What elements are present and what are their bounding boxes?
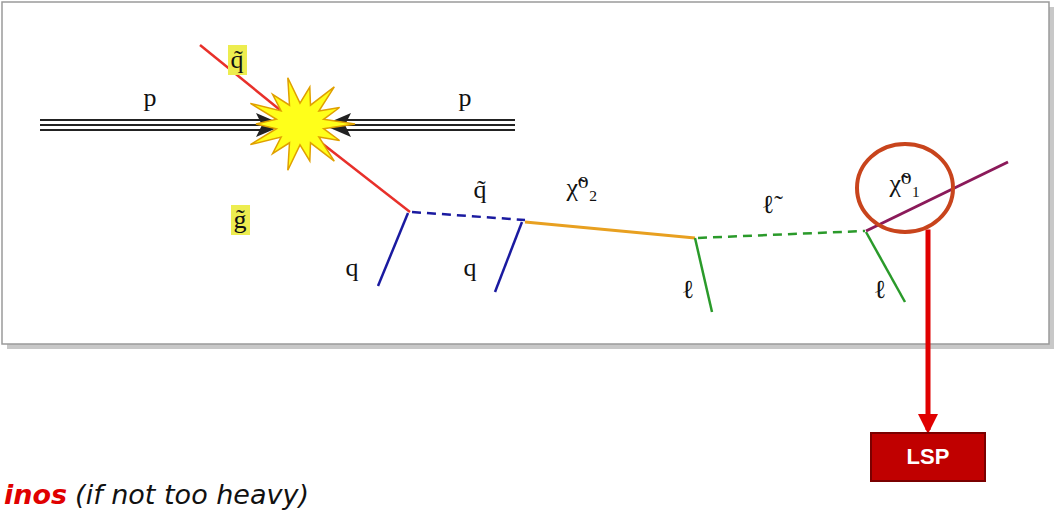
neutralino2-line xyxy=(525,222,695,238)
lepton-line xyxy=(695,238,712,312)
squark-line xyxy=(200,45,290,118)
particle-label: q xyxy=(464,253,477,283)
circle-ring xyxy=(857,144,953,232)
particle-label: g̃ xyxy=(231,205,250,235)
node-label: LSP xyxy=(907,444,950,470)
particle-label: p xyxy=(459,83,472,113)
particle-label: ℓ̃ xyxy=(762,190,774,220)
pointer-arrow xyxy=(926,230,931,430)
quark-line xyxy=(378,213,408,286)
particle-label: p xyxy=(144,83,157,113)
particle-label: χ̃⁰₂ xyxy=(566,173,597,203)
node-label: χ̃⁰₁ xyxy=(889,168,920,199)
squark-dashed-line xyxy=(412,212,525,220)
particle-label: ℓ xyxy=(874,275,886,305)
collision-star xyxy=(250,78,355,171)
particle-label: ℓ xyxy=(682,275,694,305)
quark-line xyxy=(495,222,522,292)
collision-star-shape xyxy=(250,78,355,171)
particle-label: q̃ xyxy=(474,175,487,205)
slepton-dashed-line xyxy=(698,231,865,238)
particle-label: q̃ xyxy=(228,45,247,75)
particle-label: q xyxy=(346,253,359,283)
proton-beam-left xyxy=(40,113,284,137)
footnote-text: (if not too heavy) xyxy=(75,480,309,510)
footnote-text: inos xyxy=(4,480,67,510)
lsp-box: LSP xyxy=(870,432,986,482)
lsp-circle: χ̃⁰₁ xyxy=(855,142,955,234)
frame xyxy=(2,2,1049,344)
